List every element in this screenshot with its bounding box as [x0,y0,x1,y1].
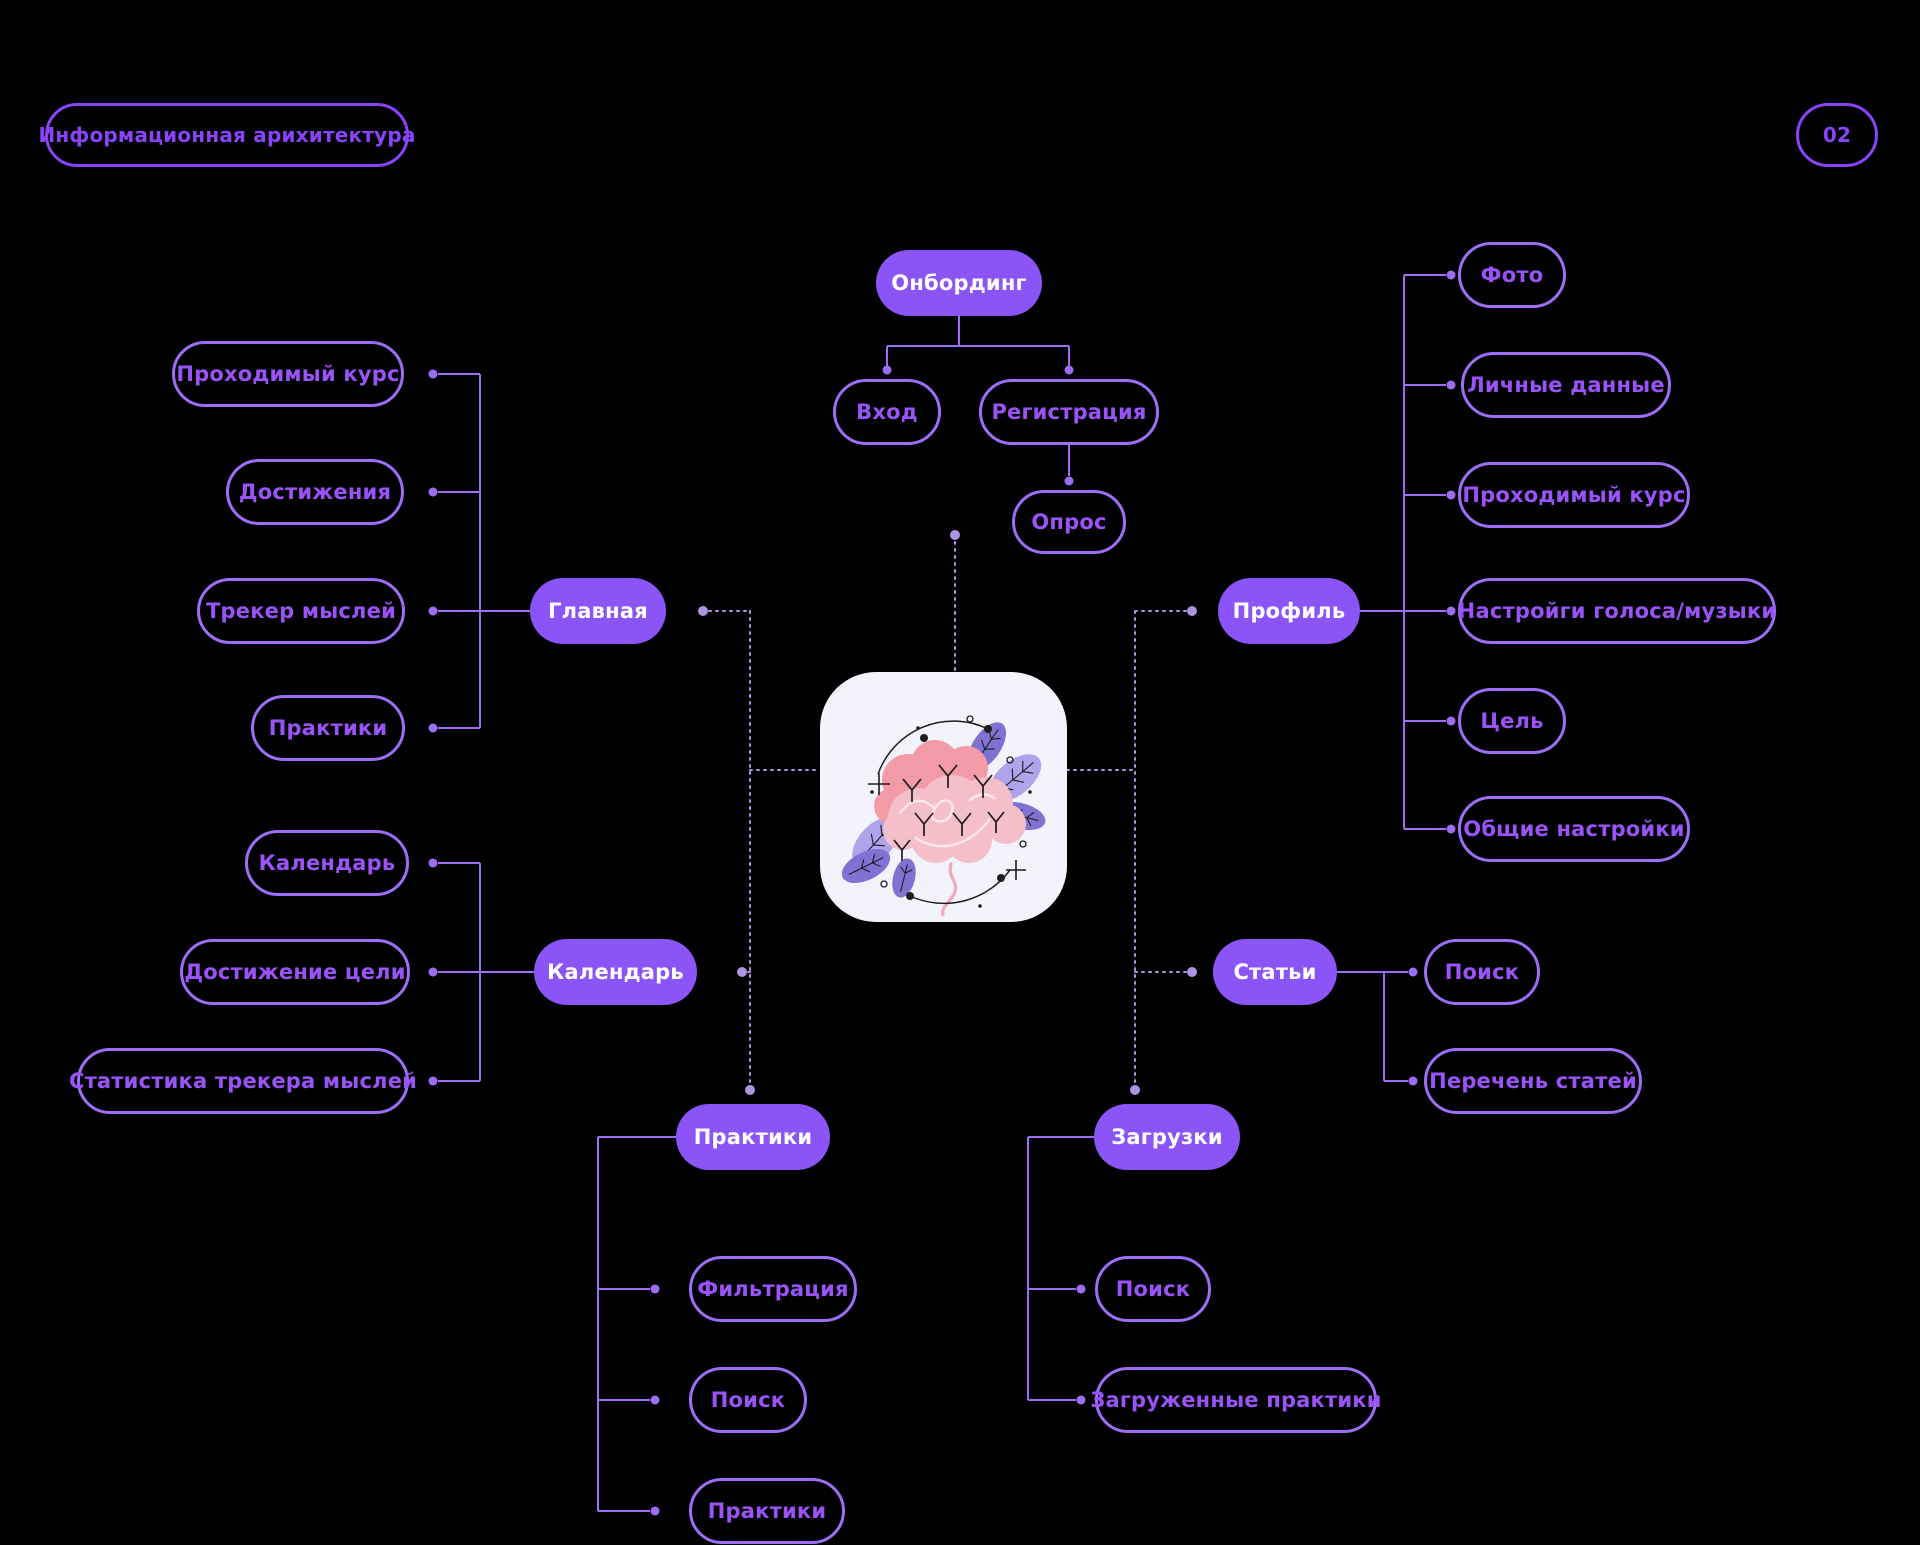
node-practices-practices: Практики [689,1478,845,1544]
orbit-decoration [868,715,1032,908]
brain-highlights [898,793,996,848]
downloads-connectors [1027,1136,1094,1401]
articles-connectors [1337,971,1408,1082]
node-login: Вход [833,379,941,445]
node-downloads: Загрузки [1094,1104,1240,1170]
node-survey: Опрос [1012,490,1126,554]
node-onboarding: Онбординг [876,250,1042,316]
brain-flower-icon [841,715,1046,917]
calendar-connectors [438,862,534,1082]
node-practices-search: Поиск [689,1367,807,1433]
node-home-practices: Практики [251,695,405,761]
node-downloads-search: Поиск [1095,1256,1211,1322]
node-articles-search: Поиск [1424,939,1540,1005]
node-registration: Регистрация [979,379,1159,445]
app-icon-card [820,672,1067,922]
node-home: Главная [530,578,666,644]
node-practices: Практики [676,1104,830,1170]
profile-connectors [1360,274,1446,830]
diagram-title: Информационная арихитектура [38,103,415,167]
node-profile-goal: Цель [1458,688,1566,754]
onboarding-connectors [886,316,1070,476]
page-number-badge: 02 [1796,103,1878,167]
node-profile-voice-music-settings: Настройги голоса/музыки [1458,578,1776,644]
node-profile-general-settings: Общие настройки [1458,796,1690,862]
node-profile-personal-data: Личные данные [1461,352,1671,418]
node-calendar-tracker-stats: Статистика трекера мыслей [69,1048,417,1114]
node-practices-filtering: Фильтрация [689,1256,857,1322]
home-connectors [438,373,530,729]
node-profile: Профиль [1218,578,1360,644]
node-downloads-loaded-practices: Загруженные практики [1090,1367,1381,1433]
left-dashed-trunk [708,610,821,1085]
node-home-achievements: Достижения [226,459,404,525]
node-calendar-goal-achievement: Достижение цели [180,939,410,1005]
solid-endpoint-dots [428,270,1456,1516]
node-calendar-calendar: Календарь [245,830,409,896]
node-articles: Статьи [1213,939,1337,1005]
right-dashed-trunk [1066,610,1187,1085]
dashed-endpoint-dots [698,530,1197,1095]
node-articles-list: Перечень статей [1424,1048,1642,1114]
brain-stem [941,862,958,917]
node-profile-photo: Фото [1458,242,1566,308]
node-home-thought-tracker: Трекер мыслей [197,578,405,644]
node-profile-course: Проходимый курс [1458,462,1690,528]
node-home-course: Проходимый курс [172,341,404,407]
node-calendar: Календарь [534,939,697,1005]
practices-connectors [597,1136,676,1512]
neuron-marks [893,764,1005,861]
